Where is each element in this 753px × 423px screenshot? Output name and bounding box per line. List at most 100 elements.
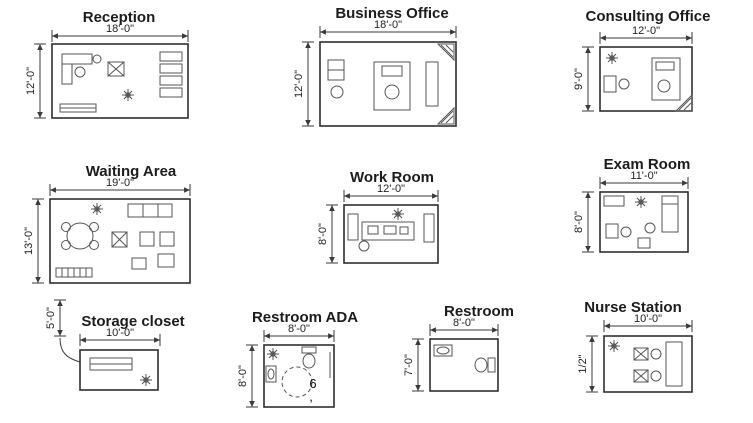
cabinet — [347, 213, 359, 241]
room-walls — [49, 198, 191, 284]
height-dimension: 8'-0" — [317, 204, 338, 264]
annotation: 6 — [309, 376, 316, 391]
width-dim-label: 11'-0" — [630, 170, 657, 182]
width-dimension: 19'-0" — [49, 177, 191, 196]
turning-radius — [281, 366, 313, 398]
chair — [330, 85, 344, 99]
room-walls — [603, 335, 693, 393]
chair — [620, 226, 632, 238]
shelving — [159, 51, 183, 98]
file-cabinet — [327, 59, 345, 81]
width-dimension: 18'-0" — [51, 23, 189, 42]
height-dimension: 1/2" — [577, 335, 598, 393]
height-dim-label: 9'-0" — [573, 68, 585, 90]
width-dim-label: 18'-0" — [106, 23, 134, 35]
room-restroom: Restroom 8'-0" 7'-0" — [403, 303, 514, 392]
room-title: Work Room — [350, 169, 434, 186]
height-dimension: 12'-0" — [293, 41, 314, 127]
height-dim-label: 13'-0" — [23, 227, 35, 255]
width-dim-label: 12'-0" — [632, 25, 660, 37]
room-title: Restroom ADA — [252, 309, 358, 326]
height-dim-label: 1/2" — [577, 354, 589, 373]
width-dimension: 11'-0" — [599, 170, 689, 189]
room-exam-room: Exam Room 11'-0" 8'-0" — [573, 156, 690, 253]
height-dim-label: 7'-0" — [403, 354, 415, 376]
height-dimension: 8'-0" — [237, 344, 258, 408]
width-dimension: 10'-0" — [79, 327, 161, 346]
width-dim-label: 18'-0" — [374, 19, 402, 31]
width-dim-label: 8'-0" — [453, 317, 475, 329]
annotation: , — [309, 389, 313, 404]
room-work-room: Work Room 12'-0" 8'-0" — [317, 169, 439, 264]
plant-icon — [634, 195, 648, 209]
width-dimension: 8'-0" — [429, 317, 499, 336]
height-dimension: 8'-0" — [573, 191, 594, 253]
room-title: Waiting Area — [86, 163, 177, 180]
desk — [665, 341, 683, 387]
room-walls — [51, 43, 189, 119]
side-table — [637, 237, 651, 249]
width-dimension: 12'-0" — [599, 25, 693, 44]
room-walls — [263, 344, 335, 408]
room-title: Restroom — [444, 303, 514, 320]
plant-icon — [266, 347, 280, 361]
desk — [373, 61, 411, 111]
room-title: Nurse Station — [584, 299, 682, 316]
width-dimension: 8'-0" — [263, 323, 335, 342]
room-waiting-area: Waiting Area 19'-0" 13'-0" — [23, 163, 191, 284]
height-dim-label: 5'-0" — [45, 307, 57, 329]
plant-icon — [391, 207, 405, 221]
height-dim-label: 8'-0" — [237, 365, 249, 387]
plant-icon — [605, 51, 619, 65]
height-dimension: 9'-0" — [573, 46, 594, 112]
guest-chair — [603, 75, 630, 93]
height-dimension: 5'-0" — [45, 299, 81, 363]
chair — [633, 369, 662, 383]
room-walls — [343, 204, 439, 264]
room-title: Storage closet — [81, 313, 184, 330]
plant-icon — [607, 339, 621, 353]
width-dim-label: 19'-0" — [106, 177, 134, 189]
sink — [433, 344, 453, 357]
toilet — [474, 357, 496, 373]
width-dim-label: 10'-0" — [106, 327, 134, 339]
height-dim-label: 12'-0" — [293, 70, 305, 98]
room-title: Business Office — [335, 5, 448, 22]
corner-plant-icon — [437, 107, 455, 125]
width-dimension: 10'-0" — [603, 313, 693, 332]
armchair — [159, 231, 175, 247]
chair — [633, 347, 662, 361]
toilet — [301, 346, 317, 369]
chair — [605, 223, 619, 239]
side-table — [111, 231, 128, 248]
plant-icon — [90, 202, 104, 216]
room-walls — [319, 41, 457, 127]
room-business-office: Business Office 18'-0" 12'-0" — [293, 5, 457, 127]
height-dim-label: 12'-0" — [25, 67, 37, 95]
sofa — [127, 203, 173, 218]
height-dim-label: 8'-0" — [573, 211, 585, 233]
room-walls — [429, 338, 499, 392]
width-dim-label: 12'-0" — [377, 183, 405, 195]
room-walls — [79, 349, 159, 391]
corner-plant-icon — [437, 43, 455, 61]
counter — [603, 195, 625, 207]
round-table — [61, 222, 99, 250]
room-consulting-office: Consulting Office 12'-0" 9'-0" — [573, 8, 711, 112]
corner-plant-icon — [675, 94, 693, 112]
room-title: Reception — [83, 9, 156, 26]
plant-icon — [139, 373, 153, 387]
armchair — [131, 257, 147, 270]
armchair — [139, 231, 155, 247]
copier — [107, 61, 125, 77]
bench — [55, 267, 93, 278]
room-walls — [599, 46, 693, 112]
reception-desk — [61, 53, 102, 85]
room-title: Consulting Office — [586, 8, 711, 25]
width-dim-label: 10'-0" — [634, 313, 662, 325]
height-dimension: 13'-0" — [23, 198, 44, 284]
room-reception: Reception 18'-0" 12'-0" — [25, 9, 189, 119]
room-storage-closet: Storage closet 10'-0" 5'-0" — [45, 299, 185, 391]
